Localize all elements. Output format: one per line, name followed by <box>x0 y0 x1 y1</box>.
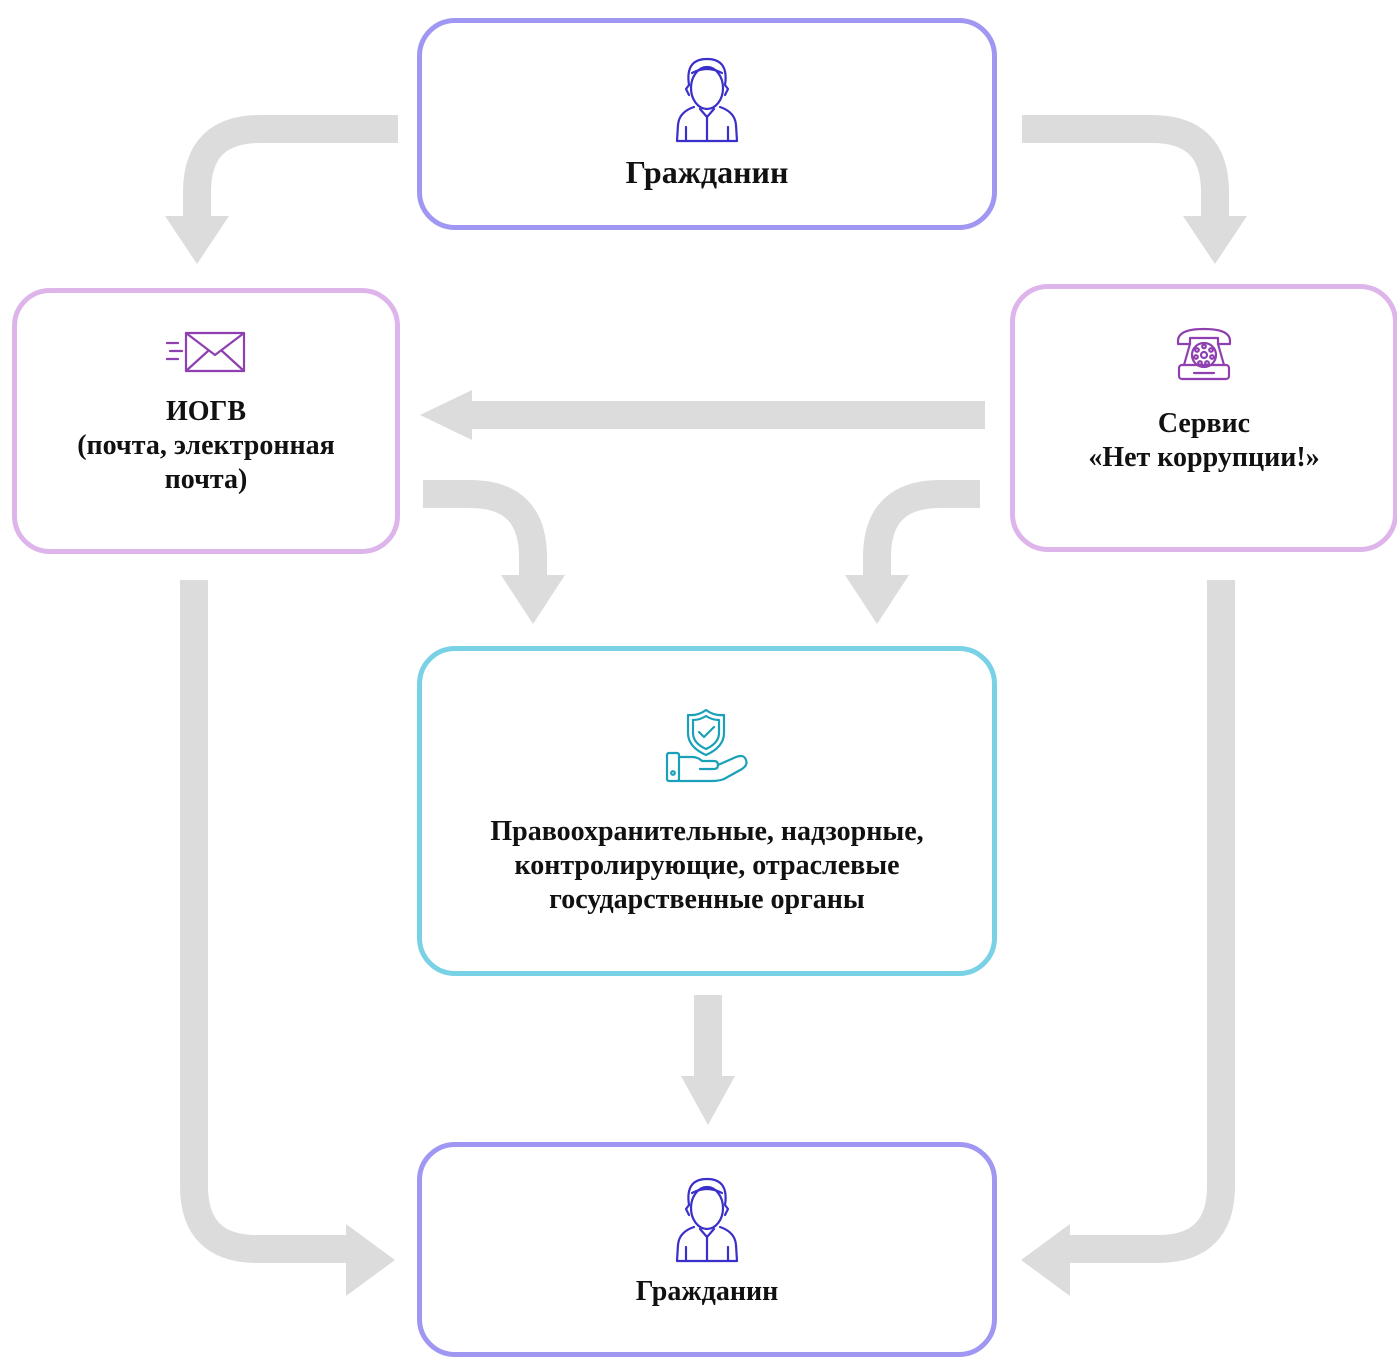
person-icon <box>675 57 739 143</box>
arrow-service-to-citizen <box>1068 580 1235 1263</box>
node-label: Правоохранительные, надзорные, контролир… <box>490 816 924 916</box>
envelope-icon <box>165 331 246 373</box>
arrowhead-agencies-left <box>501 575 565 624</box>
node-label: Гражданин <box>635 1276 779 1307</box>
node-label: Сервис «Нет коррупции!» <box>1088 408 1320 474</box>
arrowhead-iogv-left <box>420 390 472 440</box>
node-service: Сервис «Нет коррупции!» <box>1010 284 1397 552</box>
node-agencies: Правоохранительные, надзорные, контролир… <box>417 646 997 976</box>
arrow-iogv-to-citizen <box>180 580 348 1263</box>
arrowhead-iogv <box>165 216 229 264</box>
node-iogv: ИОГВ (почта, электронная почта) <box>12 288 400 554</box>
arrow-service-to-agencies <box>863 480 980 577</box>
node-citizen-bottom: Гражданин <box>417 1142 997 1357</box>
node-label: Гражданин <box>625 154 789 190</box>
arrowhead-citizen-center <box>681 1076 735 1125</box>
arrow-citizen-to-iogv <box>183 115 398 218</box>
node-citizen-top: Гражданин <box>417 18 997 230</box>
arrowhead-agencies-right <box>845 575 909 624</box>
arrowhead-service <box>1183 216 1247 264</box>
shield-hand-icon <box>665 708 748 783</box>
arrow-iogv-to-agencies <box>423 480 547 577</box>
telephone-icon <box>1176 327 1232 381</box>
node-label: ИОГВ (почта, электронная почта) <box>77 396 335 496</box>
arrowhead-citizen-right <box>1021 1224 1070 1296</box>
arrow-citizen-to-service <box>1022 115 1229 218</box>
person-icon <box>675 1177 739 1263</box>
arrowhead-citizen-left <box>346 1224 395 1296</box>
